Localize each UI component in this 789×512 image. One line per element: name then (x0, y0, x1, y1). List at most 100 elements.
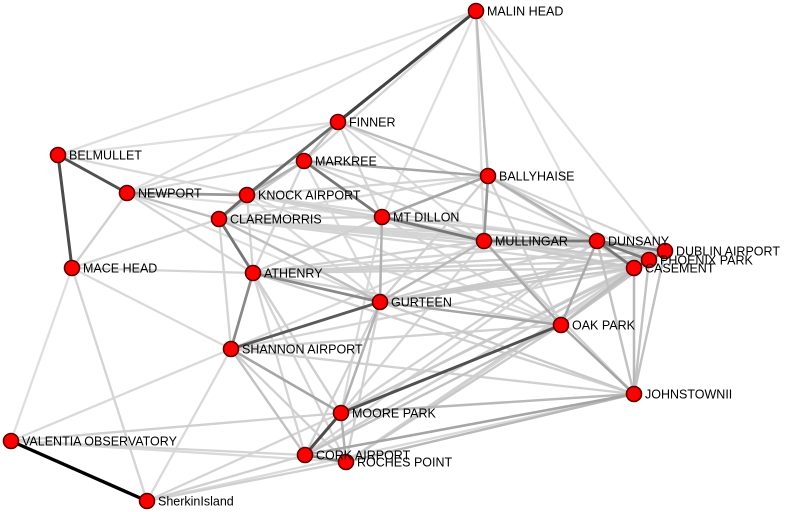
edge-sherkinisland-to-johnstownii (145, 392, 636, 503)
edge-dublin-airport-to-johnstownii (632, 249, 667, 396)
edge-johnstownii-to-roches-point (344, 392, 636, 464)
node-label-cork-airport: CORK AIRPORT (316, 449, 411, 463)
node-gurteen (371, 293, 389, 311)
edge-shannon-airport-to-johnstownii (229, 347, 636, 396)
node-roches-point (337, 453, 355, 471)
node-johnstownii (625, 385, 643, 403)
edge-oak-park-to-cork-airport (303, 323, 563, 457)
edge-markree-to-dunsany (302, 159, 599, 243)
edge-dunsany-to-dublin-airport (595, 239, 667, 253)
edge-newport-to-knock-airport (125, 191, 249, 197)
edge-mt-dillon-to-mullingar (380, 215, 486, 243)
edge-belmullet-to-finner (56, 120, 340, 157)
node-label-dunsany: DUNSANY (608, 235, 670, 249)
node-dunsany (588, 232, 606, 250)
edge-gurteen-to-shannon-airport (229, 300, 382, 351)
edge-newport-to-mace-head (70, 191, 129, 270)
edge-layer (9, 9, 667, 503)
edge-claremorris-to-newport (125, 191, 221, 221)
edge-finner-to-knock-airport (245, 120, 340, 197)
edge-dunsany-to-oak-park (559, 239, 599, 327)
node-shannon-airport (222, 340, 240, 358)
node-label-casement: CASEMENT (645, 262, 715, 276)
edge-shannon-airport-to-cork-airport (229, 347, 307, 457)
edge-dunsany-to-johnstownii (595, 239, 636, 396)
edge-newport-to-malin-head (125, 9, 478, 195)
node-markree (295, 152, 313, 170)
edge-gurteen-to-cork-airport (303, 300, 382, 457)
edge-finner-to-dunsany (336, 120, 599, 243)
edge-belmullet-to-mace-head (56, 153, 74, 270)
edge-valentia-observatory-to-moore-park (9, 411, 343, 443)
node-label-moore-park: MOORE PARK (352, 407, 436, 421)
node-belmullet (49, 146, 67, 164)
edge-mt-dillon-to-dunsany (380, 215, 599, 243)
edge-newport-to-athenry (125, 191, 255, 275)
node-label-valentia-observatory: VALENTIA OBSERVATORY (22, 435, 178, 449)
edge-gurteen-to-dunsany (378, 239, 599, 304)
edge-phoenix-park-to-johnstownii (632, 258, 651, 396)
edge-moore-park-to-oak-park (339, 323, 563, 415)
node-phoenix-park (640, 251, 658, 269)
node-label-sherkinisland: SherkinIsland (158, 495, 234, 509)
node-moore-park (332, 404, 350, 422)
node-label-newport: NEWPORT (138, 187, 202, 201)
edge-malin-head-to-finner (336, 9, 478, 124)
node-oak-park (552, 316, 570, 334)
edge-ballyhaise-to-oak-park (486, 174, 563, 327)
node-label-shannon-airport: SHANNON AIRPORT (242, 343, 363, 357)
edge-mt-dillon-to-finner (336, 120, 384, 219)
edge-mullingar-to-dublin-airport (482, 239, 667, 253)
edge-ballyhaise-to-dunsany (486, 174, 599, 243)
node-label-mt-dillon: MT DILLON (393, 211, 459, 225)
edge-newport-to-gurteen (125, 191, 382, 304)
edge-ballyhaise-to-dublin-airport (486, 174, 667, 253)
node-ballyhaise (479, 167, 497, 185)
edge-gurteen-to-roches-point (344, 300, 382, 464)
edge-finner-to-markree (302, 120, 340, 163)
node-layer (2, 2, 674, 510)
edge-ballyhaise-to-markree (302, 159, 490, 178)
edge-athenry-to-moore-park (251, 271, 343, 415)
node-newport (118, 184, 136, 202)
node-label-claremorris: CLAREMORRIS (230, 213, 322, 227)
edge-oak-park-to-roches-point (344, 323, 563, 464)
edge-sherkinisland-to-roches-point (145, 460, 348, 503)
edge-shannon-airport-to-oak-park (229, 323, 563, 351)
edge-markree-to-athenry (251, 159, 306, 275)
edge-mullingar-to-shannon-airport (229, 239, 486, 351)
edge-claremorris-to-dunsany (217, 217, 599, 243)
edge-gurteen-to-mullingar (378, 239, 486, 304)
edge-markree-to-mt-dillon (302, 159, 384, 219)
edge-gurteen-to-moore-park (339, 300, 382, 415)
node-label-malin-head: MALIN HEAD (487, 5, 563, 19)
edge-belmullet-to-knock-airport (56, 153, 249, 197)
edge-malin-head-to-dunsany (474, 9, 599, 243)
edge-athenry-to-cork-airport (251, 271, 307, 457)
edge-johnstownii-to-moore-park (339, 392, 636, 415)
edge-newport-to-markree (125, 159, 306, 195)
edge-casement-to-roches-point (344, 266, 636, 464)
edge-malin-head-to-ballyhaise (474, 9, 490, 178)
node-label-roches-point: ROCHES POINT (357, 456, 453, 470)
edge-claremorris-to-gurteen (217, 217, 382, 304)
node-mullingar (475, 232, 493, 250)
edge-shannon-airport-to-claremorris (217, 217, 233, 351)
node-athenry (244, 264, 262, 282)
edge-mullingar-to-casement (482, 239, 636, 270)
node-label-athenry: ATHENRY (264, 267, 323, 281)
edge-mt-dillon-to-knock-airport (245, 193, 384, 219)
edge-sherkinisland-to-moore-park (145, 411, 343, 503)
edge-johnstownii-to-cork-airport (303, 392, 636, 457)
edge-claremorris-to-casement (217, 217, 636, 270)
edge-markree-to-mullingar (302, 159, 486, 243)
edge-mullingar-to-athenry (251, 239, 486, 275)
edge-finner-to-ballyhaise (336, 120, 490, 178)
edge-johnstownii-to-oak-park (559, 323, 636, 396)
edge-belmullet-to-malin-head (56, 9, 478, 157)
edge-valentia-observatory-to-mace-head (9, 266, 74, 443)
edge-valentia-observatory-to-sherkinisland (9, 439, 149, 503)
edge-dunsany-to-phoenix-park (595, 239, 651, 262)
edge-mt-dillon-to-gurteen (378, 215, 384, 304)
